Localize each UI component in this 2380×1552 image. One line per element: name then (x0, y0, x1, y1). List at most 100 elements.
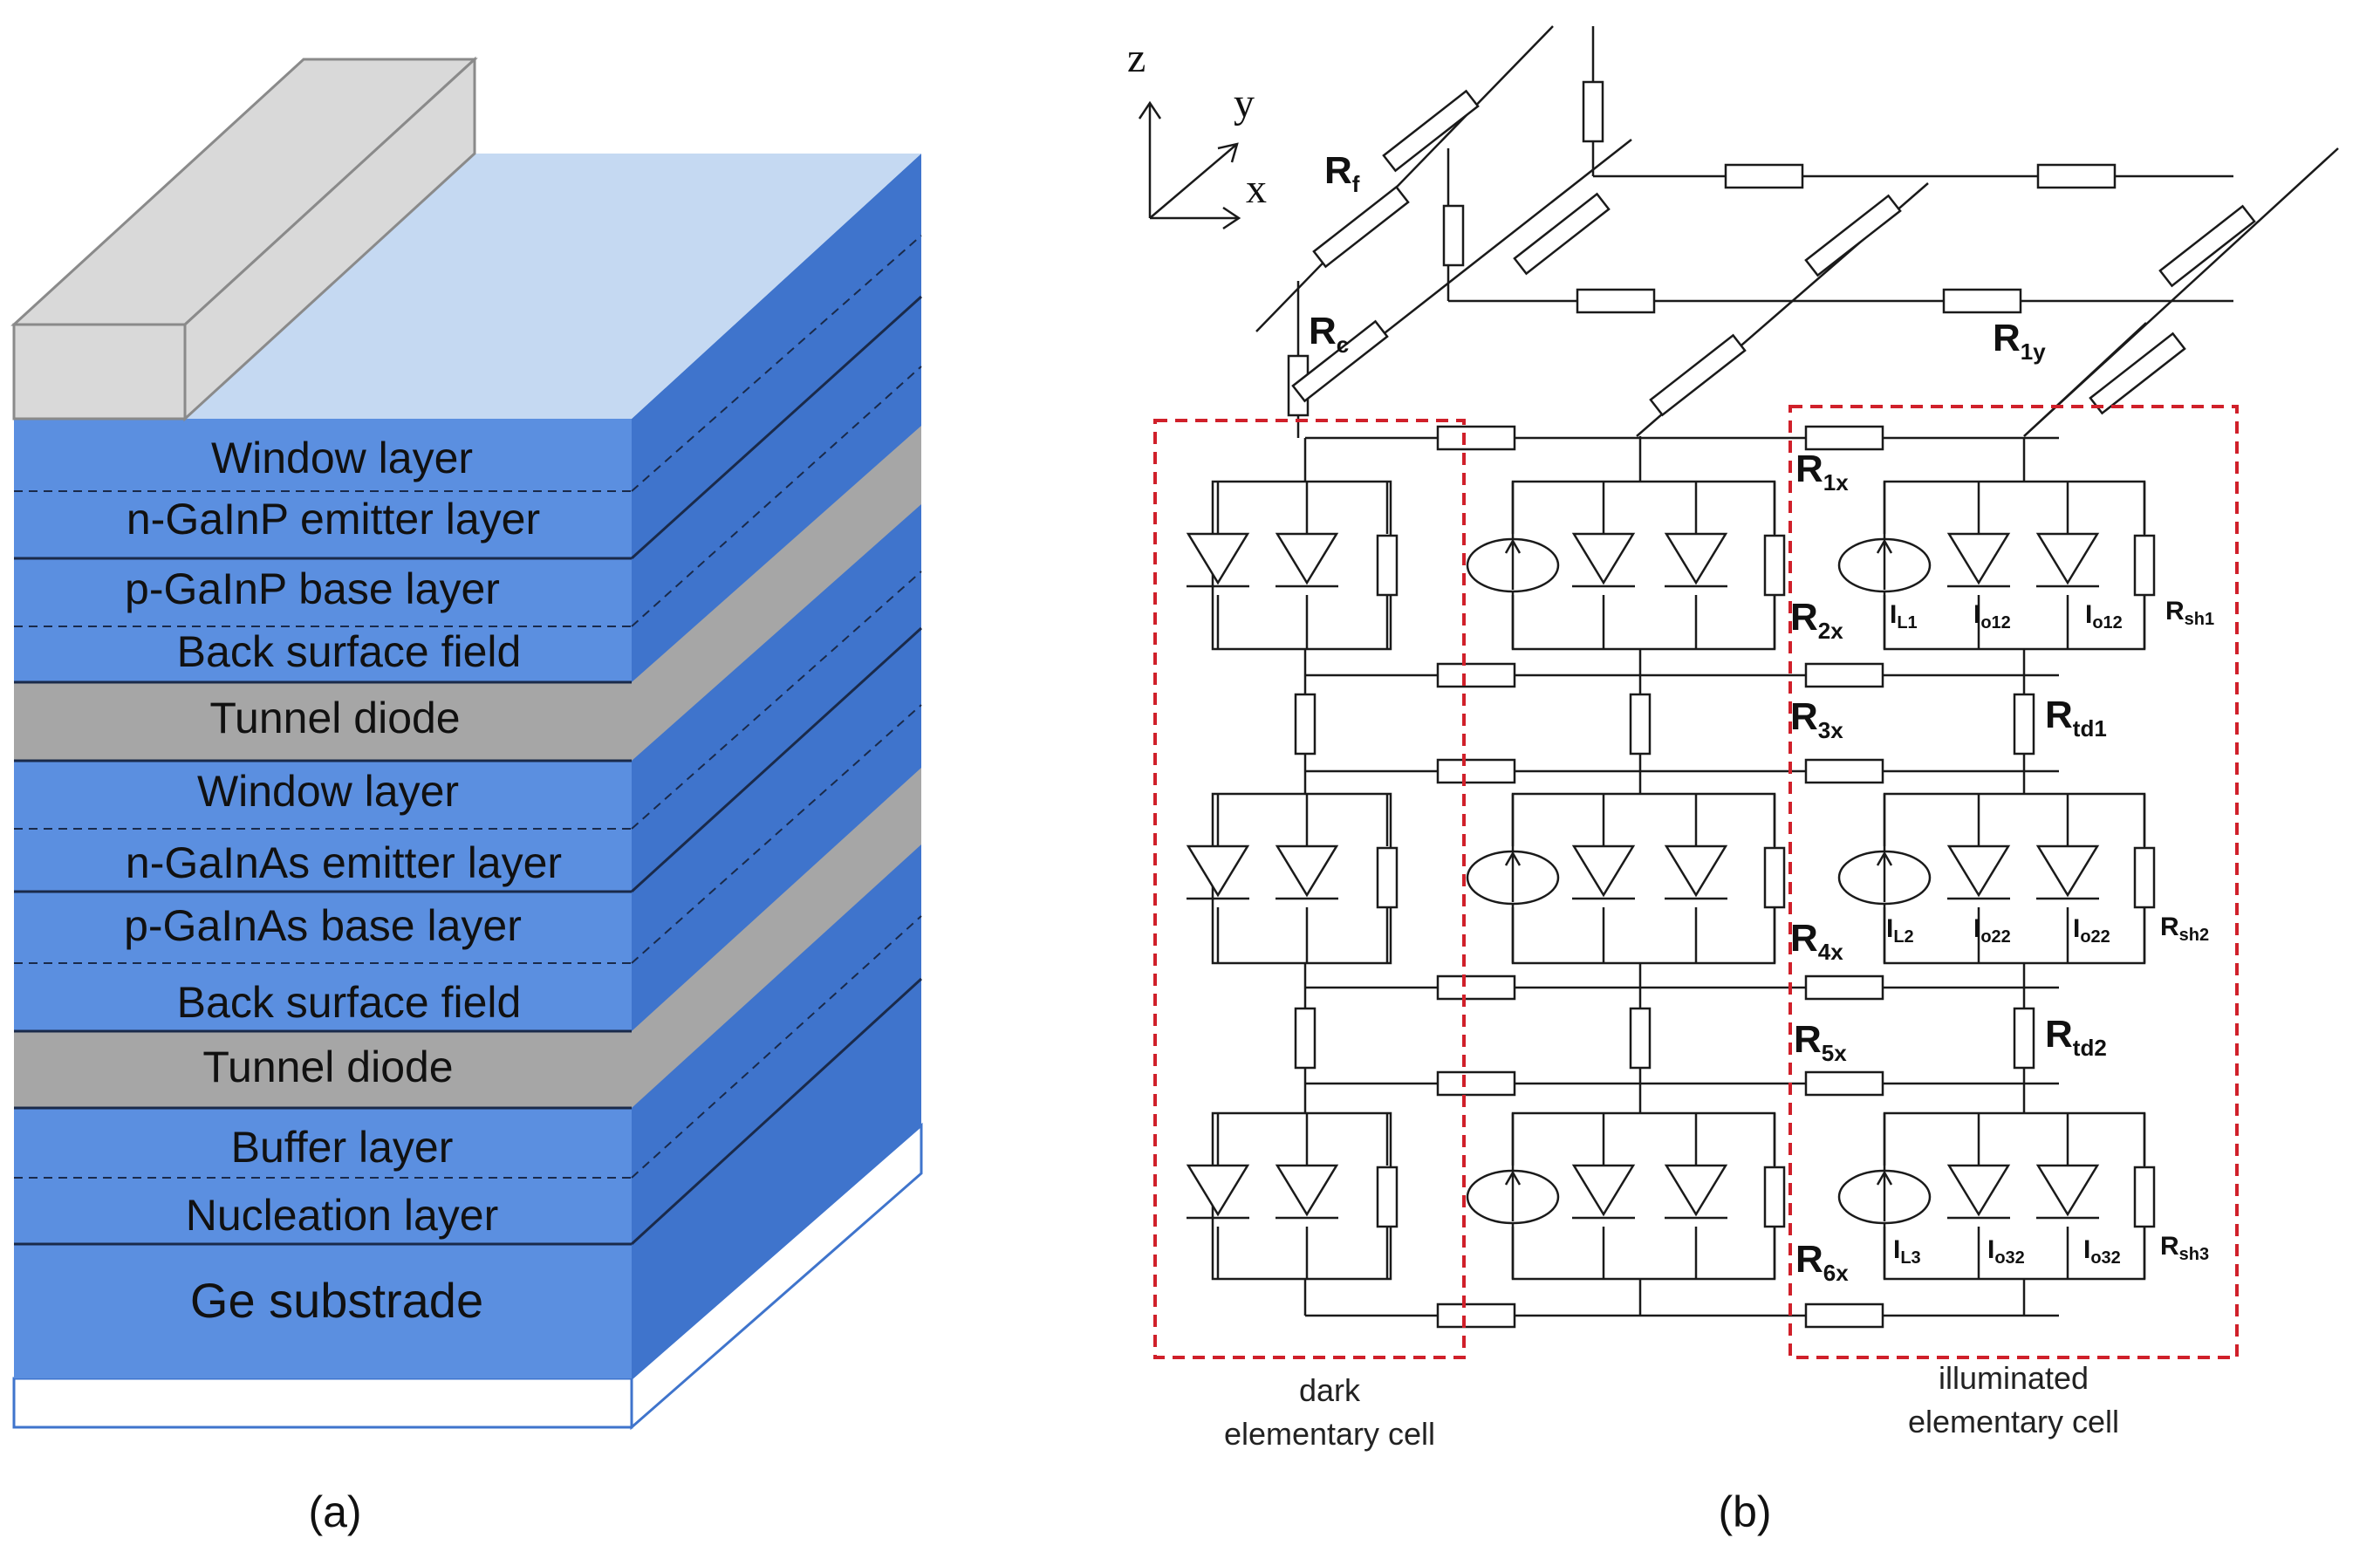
diode-symbol-47 (1275, 1164, 1339, 1217)
diode-symbol-148 (1946, 844, 2011, 898)
label-il1: IL1 (1890, 600, 1918, 632)
resistor-horizontal-1 (1436, 425, 1516, 451)
illuminated-elementary-cell-outline (1788, 405, 2239, 1359)
label-io32-b: Io32 (2083, 1235, 2121, 1268)
circuit-components (1186, 80, 2256, 1329)
label-rc: Rc (1309, 310, 1349, 358)
tunnel-diode-band-2 (14, 1031, 632, 1108)
panel-label-b: (b) (1718, 1487, 1771, 1536)
label-r2x: R2x (1790, 596, 1843, 644)
resistor-vertical-118 (1629, 693, 1652, 755)
tunnel-diode-band-1 (14, 682, 632, 761)
diode-symbol-23 (1275, 532, 1339, 585)
resistor-vertical-194 (1582, 80, 1604, 143)
resistor-horizontal-17 (1804, 1302, 1884, 1329)
label-io12-a: Io12 (1973, 600, 2011, 632)
finger-resistor-200 (1649, 333, 1747, 417)
resistor-vertical-139 (2133, 534, 2156, 597)
resistor-vertical-173 (2133, 1166, 2156, 1228)
resistor-horizontal-192 (1576, 288, 1656, 314)
caption-illuminated-line2: elementary cell (1908, 1404, 2119, 1439)
layer-label-window-1: Window layer (211, 434, 473, 482)
resistor-horizontal-193 (1942, 288, 2022, 314)
layer-label-tunnel-diode-2: Tunnel diode (202, 1043, 453, 1091)
label-r1x: R1x (1795, 448, 1849, 496)
front-contact-side (183, 56, 476, 422)
caption-illuminated-line1: illuminated (1939, 1360, 2089, 1396)
current-arrowhead-67 (1504, 538, 1522, 554)
label-rsh1: Rsh1 (2165, 597, 2214, 629)
finger-resistor-199 (1513, 192, 1611, 276)
resistor-vertical-57 (1294, 693, 1317, 755)
axis-label-y: y (1234, 80, 1255, 126)
resistor-horizontal-8 (1804, 758, 1884, 784)
current-arrowhead-84 (1504, 851, 1522, 866)
finger-resistor-203 (2158, 204, 2256, 288)
layer-label-p-gainas-base: p-GaInAs base layer (124, 901, 522, 950)
resistor-horizontal-5 (1804, 662, 1884, 688)
label-il3: IL3 (1893, 1235, 1921, 1268)
diode-symbol-131 (1946, 532, 2011, 585)
tunnel-diode-side-1 (632, 426, 921, 761)
finger-resistor-201 (1804, 194, 1902, 277)
diode-symbol-74 (1664, 532, 1728, 585)
layer-label-tunnel-diode-1: Tunnel diode (209, 694, 460, 742)
label-r6x: R6x (1795, 1238, 1849, 1286)
label-rsh3: Rsh3 (2160, 1232, 2209, 1264)
current-arrowhead-128 (1876, 538, 1893, 554)
panel-label-a: (a) (308, 1487, 361, 1536)
layer-label-bsf-1: Back surface field (177, 627, 522, 676)
layer-label-window-2: Window layer (197, 767, 459, 816)
resistor-vertical-39 (1376, 846, 1399, 909)
resistor-vertical-156 (2133, 846, 2156, 909)
resistor-vertical-95 (1763, 846, 1786, 909)
resistor-horizontal-11 (1804, 974, 1884, 1001)
stack-bottom-slab (12, 1377, 633, 1429)
resistor-vertical-122 (1629, 1007, 1652, 1070)
axes-icon (1138, 100, 1241, 230)
label-rsh2: Rsh2 (2160, 913, 2209, 945)
resistor-vertical-51 (1376, 1166, 1399, 1228)
label-rtd1: Rtd1 (2045, 694, 2107, 742)
resistor-horizontal-16 (1436, 1302, 1516, 1329)
layer-label-n-gainas-emitter: n-GaInAs emitter layer (126, 838, 562, 887)
label-r4x: R4x (1790, 917, 1843, 965)
diode-symbol-165 (1946, 1164, 2011, 1217)
label-io22-a: Io22 (1973, 914, 2011, 947)
resistor-horizontal-7 (1436, 758, 1516, 784)
current-arrowhead-145 (1876, 851, 1893, 866)
current-arrowhead-162 (1876, 1170, 1893, 1186)
resistor-horizontal-191 (2036, 163, 2117, 189)
resistor-horizontal-190 (1724, 163, 1804, 189)
resistor-vertical-179 (2013, 693, 2035, 755)
diode-symbol-104 (1571, 1164, 1636, 1217)
diode-symbol-108 (1664, 1164, 1728, 1217)
stack-side-face (632, 154, 921, 1378)
finger-resistor-196 (1382, 89, 1480, 173)
resistor-vertical-195 (1442, 204, 1465, 267)
layer-label-nucleation: Nucleation layer (186, 1191, 499, 1240)
resistor-vertical-78 (1763, 534, 1786, 597)
solar-cell-layer-stack: Window layer n-GaInP emitter layer p-GaI… (10, 56, 923, 1431)
resistor-vertical-61 (1294, 1007, 1317, 1070)
current-arrowhead-101 (1504, 1170, 1522, 1186)
label-io22-b: Io22 (2073, 914, 2110, 947)
diode-symbol-35 (1275, 844, 1339, 898)
top-grid-lines (1255, 25, 2339, 437)
diode-symbol-135 (2035, 532, 2100, 585)
layer-label-buffer: Buffer layer (231, 1123, 454, 1172)
diode-symbol-43 (1186, 1164, 1250, 1217)
finger-resistor-198 (1291, 319, 1389, 403)
diode-symbol-169 (2035, 1164, 2100, 1217)
stack-front-face (14, 419, 632, 1378)
layer-label-n-gainp-emitter: n-GaInP emitter layer (127, 495, 540, 544)
finger-resistor-197 (1312, 185, 1410, 269)
resistor-vertical-112 (1763, 1166, 1786, 1228)
layer-label-bsf-2: Back surface field (177, 978, 522, 1027)
tunnel-diode-side-2 (632, 768, 921, 1108)
label-rf: Rf (1324, 149, 1360, 197)
front-contact-face (12, 323, 187, 420)
label-r3x: R3x (1790, 695, 1843, 743)
diode-symbol-91 (1664, 844, 1728, 898)
